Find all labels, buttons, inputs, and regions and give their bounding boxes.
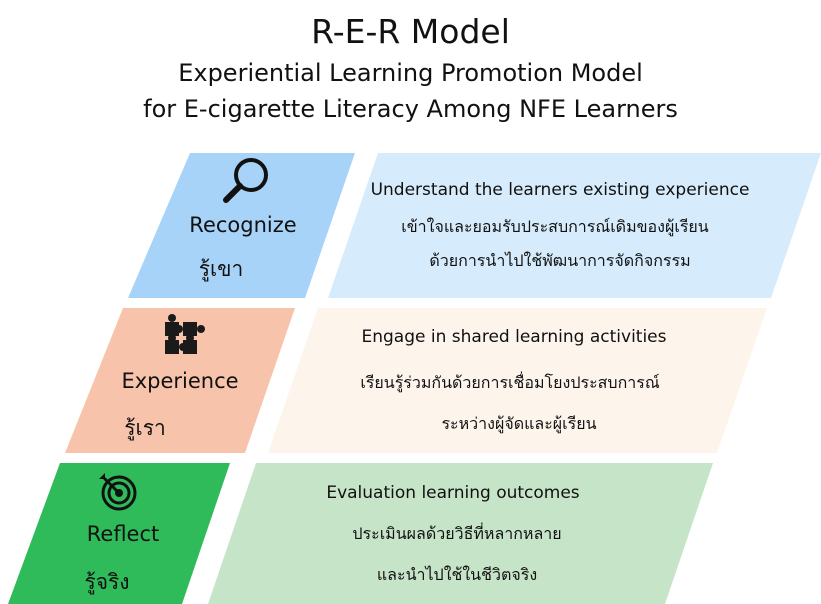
experience-right-block xyxy=(268,308,767,453)
reflect-description-th-2: และนำไปใช้ในชีวิตจริง xyxy=(376,565,538,584)
reflect-label: Reflect xyxy=(86,522,160,546)
reflect-right-block xyxy=(208,463,713,604)
recognize-left-block xyxy=(128,153,355,298)
experience-description-th-1: เรียนรู้ร่วมกันด้วยการเชื่อมโยงประสบการณ… xyxy=(360,373,660,392)
recognize-description-th-2: ด้วยการนำไปใช้พัฒนาการจัดกิจกรรม xyxy=(429,251,691,270)
reflect-description-en: Evaluation learning outcomes xyxy=(326,483,580,503)
experience-description-th-2: ระหว่างผู้จัดและผู้เรียน xyxy=(441,414,597,433)
recognize-right-block xyxy=(328,153,821,298)
magnifier-icon xyxy=(223,158,268,203)
recognize-thai-label: รู้เขา xyxy=(198,257,244,281)
experience-label: Experience xyxy=(121,369,239,393)
reflect-thai-label: รู้จริง xyxy=(84,570,130,594)
experience-left-block xyxy=(65,308,295,453)
diagram-subtitle-line-2: for E-cigarette Literacy Among NFE Learn… xyxy=(143,95,678,123)
puzzle-icon xyxy=(165,314,205,354)
recognize-description-th-1: เข้าใจและยอมรับประสบการณ์เดิมของผู้เรียน xyxy=(401,217,709,236)
reflect-left-block xyxy=(8,463,230,604)
diagram-title: R-E-R Model xyxy=(311,12,510,51)
recognize-description-en: Understand the learners existing experie… xyxy=(370,180,750,200)
target-icon xyxy=(99,473,137,511)
diagram-subtitle-line-1: Experiential Learning Promotion Model xyxy=(178,59,643,87)
experience-thai-label: รู้เรา xyxy=(124,416,166,440)
experience-description-en: Engage in shared learning activities xyxy=(361,327,667,347)
recognize-label: Recognize xyxy=(189,213,297,237)
reflect-description-th-1: ประเมินผลด้วยวิธีที่หลากหลาย xyxy=(352,524,562,543)
